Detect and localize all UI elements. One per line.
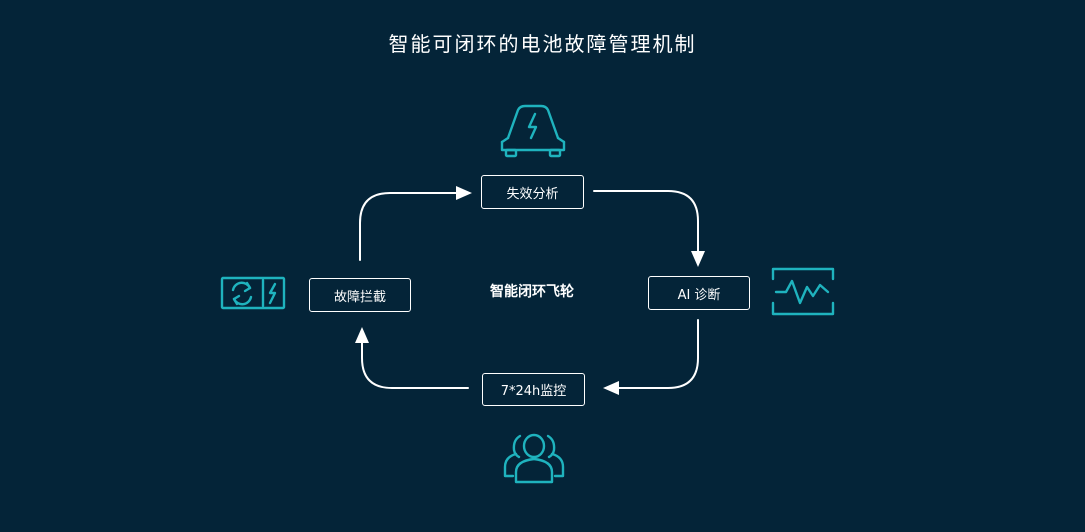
electric-car-icon: [500, 104, 566, 158]
center-label: 智能闭环飞轮: [490, 284, 574, 300]
node-fault-interception: 故障拦截: [309, 278, 411, 312]
arrowhead-right-to-bottom: [603, 381, 619, 395]
arrow-bottom-to-left: [361, 341, 469, 389]
arrowhead-top-to-right: [691, 251, 705, 267]
battery-refresh-icon: [220, 276, 286, 310]
user-group-icon: [503, 433, 565, 484]
arrow-top-to-right: [593, 190, 699, 253]
node-monitoring: 7*24h监控: [482, 373, 585, 406]
node-failure-analysis: 失效分析: [481, 175, 584, 209]
arrow-right-to-bottom: [617, 319, 699, 389]
arrow-left-to-top: [359, 192, 459, 261]
node-ai-diagnosis: AI 诊断: [648, 276, 750, 310]
diagram-title: 智能可闭环的电池故障管理机制: [388, 32, 697, 56]
arrowhead-left-to-top: [456, 186, 472, 200]
waveform-monitor-icon: [771, 267, 835, 316]
arrowhead-bottom-to-left: [355, 327, 369, 343]
